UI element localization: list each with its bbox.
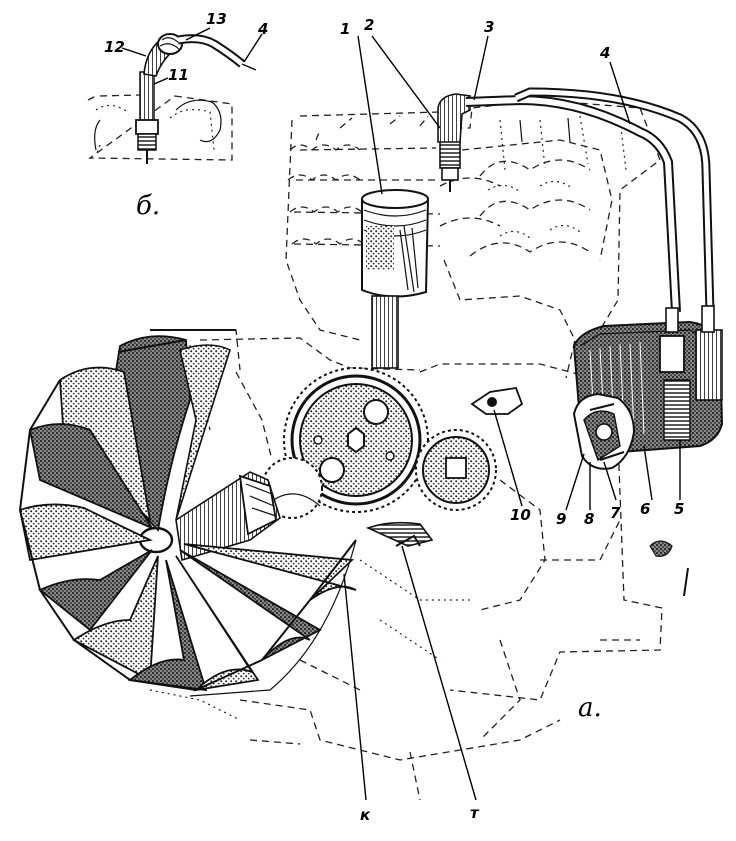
cooling-fan xyxy=(18,329,357,697)
label-2: 2 xyxy=(364,16,374,34)
label-8: 8 xyxy=(584,510,594,528)
timing-marks xyxy=(343,521,477,801)
label-3: 3 xyxy=(484,18,494,36)
engine-block-outline xyxy=(149,99,663,801)
label-5: 5 xyxy=(674,500,684,518)
breaker-assembly xyxy=(565,392,636,511)
cylinder-fins xyxy=(287,144,501,245)
piston xyxy=(357,35,430,369)
bracket xyxy=(470,386,524,507)
crankshaft xyxy=(138,471,281,562)
label-13: 13 xyxy=(206,10,227,28)
label-4-inset: 4 xyxy=(257,20,268,38)
inset-plug-insulator xyxy=(139,71,155,123)
label-1: 1 xyxy=(340,20,350,38)
label-inset: б. xyxy=(136,191,160,221)
label-12: 12 xyxy=(104,38,125,56)
connecting-rod xyxy=(371,295,399,369)
label-k: к xyxy=(360,806,371,824)
label-main: а. xyxy=(578,693,602,723)
ht-leads xyxy=(371,35,715,313)
label-6: 6 xyxy=(640,500,650,518)
label-10: 10 xyxy=(510,506,531,524)
inset-spark-plug xyxy=(87,27,263,164)
label-7: 7 xyxy=(610,504,621,522)
callout-labels: 1 2 3 4 5 6 7 8 9 10 11 12 13 4 б. а. к … xyxy=(104,10,684,824)
label-t: т xyxy=(470,804,480,822)
label-11: 11 xyxy=(168,66,189,84)
misc-marks xyxy=(649,540,689,597)
label-9: 9 xyxy=(556,510,566,528)
small-drive-gear xyxy=(415,429,497,511)
label-4: 4 xyxy=(599,44,610,62)
